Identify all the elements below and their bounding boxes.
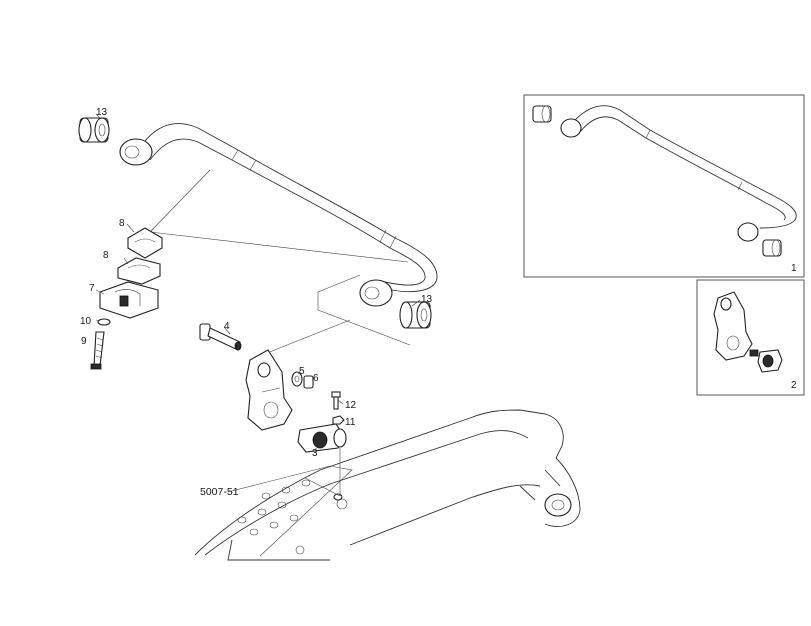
- clamp-half-upper: [127, 227, 163, 259]
- callout-9: 9: [81, 336, 87, 347]
- bolt-9: [90, 331, 105, 370]
- figure-number: 5007-51: [200, 486, 239, 498]
- inset-frame-1: [523, 94, 805, 278]
- callout-8-upper: 8: [119, 218, 125, 229]
- leader-lines: [95, 113, 421, 450]
- callout-1: 1: [791, 263, 797, 274]
- spacer-6: [303, 375, 314, 389]
- bushing-13-left: [78, 117, 110, 143]
- callout-5: 5: [299, 366, 305, 377]
- callout-7: 7: [89, 283, 95, 294]
- bracket-link: [245, 349, 293, 431]
- callout-3: 3: [312, 448, 318, 459]
- washer-10: [97, 318, 111, 326]
- clamp-half-lower: [117, 257, 161, 285]
- clamp-bracket: [99, 281, 159, 319]
- washer-5: [291, 371, 303, 387]
- callout-6: 6: [313, 373, 319, 384]
- screw-12: [331, 391, 341, 410]
- callout-4: 4: [224, 321, 230, 332]
- stabilizer-bar: [119, 123, 438, 307]
- callout-12: 12: [345, 400, 357, 411]
- nut-11: [332, 415, 345, 425]
- bushing-13-right: [399, 301, 432, 329]
- projection-lines: [149, 169, 411, 356]
- inset-frame-2: [696, 279, 805, 396]
- callout-13-upper: 13: [96, 107, 108, 118]
- callout-10: 10: [80, 316, 92, 327]
- callout-11: 11: [345, 417, 356, 428]
- callout-13-lower: 13: [421, 294, 433, 305]
- callout-8-lower: 8: [103, 250, 109, 261]
- vehicle-frame: [194, 409, 581, 561]
- callout-2: 2: [791, 380, 797, 391]
- bushing-3: [297, 423, 347, 453]
- bolt-4: [199, 323, 242, 351]
